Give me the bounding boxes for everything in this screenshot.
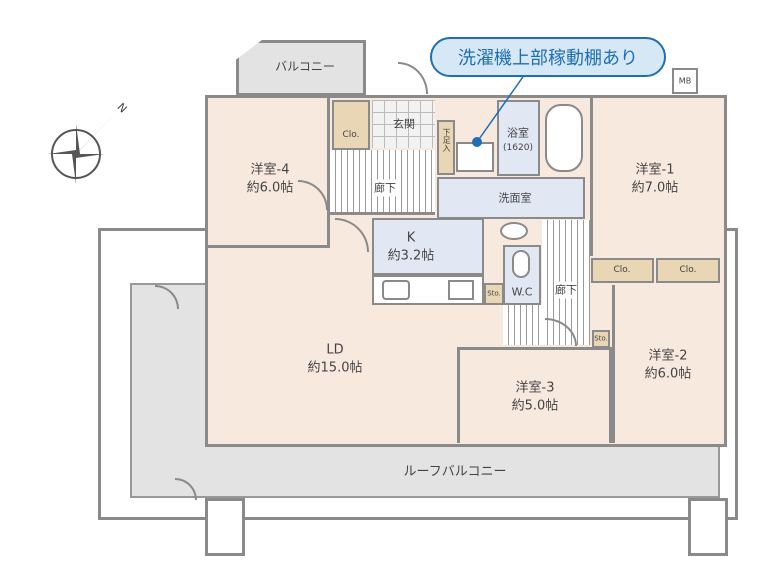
kitchen-label: K xyxy=(406,230,416,246)
room-2-label: 洋室-2 xyxy=(648,348,688,364)
room-4[interactable] xyxy=(208,98,330,248)
hallway-left-label: 廊下 xyxy=(374,179,396,197)
room-3-size: 約5.0帖 xyxy=(511,398,559,414)
closet-1b xyxy=(656,258,720,283)
meter-box-label: MB xyxy=(678,76,692,86)
bathroom-label: 浴室 xyxy=(507,126,529,140)
storage-wc xyxy=(484,283,504,305)
shoe-storage xyxy=(437,120,455,175)
closet-room4 xyxy=(332,100,370,150)
bathtub xyxy=(545,104,583,172)
sink-icon xyxy=(382,280,410,300)
pillar-left xyxy=(205,498,245,556)
ld-label: LD xyxy=(326,342,344,358)
annotation-text: 洗濯機上部稼動棚あり xyxy=(458,48,638,69)
storage-wc-label: Sto. xyxy=(487,289,501,298)
entrance-label: 玄関 xyxy=(393,117,415,131)
room-2[interactable] xyxy=(612,285,724,443)
room-3-label: 洋室-3 xyxy=(515,380,555,396)
pillar-right xyxy=(688,498,728,556)
entrance xyxy=(372,100,435,148)
annotation-pointer xyxy=(472,73,526,147)
roof-balcony-label: ルーフバルコニー xyxy=(403,464,507,480)
hallway-right-label: 廊下 xyxy=(555,281,577,299)
room-4-size: 約6.0帖 xyxy=(246,180,294,196)
room-1[interactable] xyxy=(590,98,724,256)
closet-1a-label: Clo. xyxy=(613,265,631,275)
stove-icon xyxy=(448,280,474,300)
annotation-bubble: 洗濯機上部稼動棚あり xyxy=(430,37,666,77)
ld-size: 約15.0帖 xyxy=(307,360,363,376)
washroom-label: 洗面室 xyxy=(498,191,532,205)
room-1-label: 洋室-1 xyxy=(635,162,675,178)
balcony xyxy=(236,40,366,96)
compass-icon xyxy=(42,110,118,188)
room-3[interactable] xyxy=(457,347,612,443)
bathroom[interactable] xyxy=(497,100,540,176)
room-1-size: 約7.0帖 xyxy=(631,180,679,196)
washbasin-icon xyxy=(500,222,528,240)
storage-room2-label: Sto. xyxy=(594,334,608,343)
hallway-right-lower xyxy=(503,305,543,345)
meter-box xyxy=(672,68,698,94)
wc-label: W.C xyxy=(511,285,533,299)
balcony-label: バルコニー xyxy=(275,59,335,74)
washroom[interactable] xyxy=(437,177,585,219)
toilet-icon xyxy=(512,250,530,278)
room-2-size: 約6.0帖 xyxy=(644,366,692,382)
closet-room4-label: Clo. xyxy=(342,130,360,140)
closet-1a xyxy=(591,258,654,283)
shoe-storage-label: 下足入 xyxy=(442,128,451,152)
room-4-label: 洋室-4 xyxy=(250,162,290,178)
bathroom-size: (1620) xyxy=(503,143,533,153)
kitchen[interactable] xyxy=(372,218,484,275)
door-entrance[interactable] xyxy=(398,62,428,94)
closet-1b-label: Clo. xyxy=(679,265,697,275)
kitchen-size: 約3.2帖 xyxy=(387,248,435,264)
